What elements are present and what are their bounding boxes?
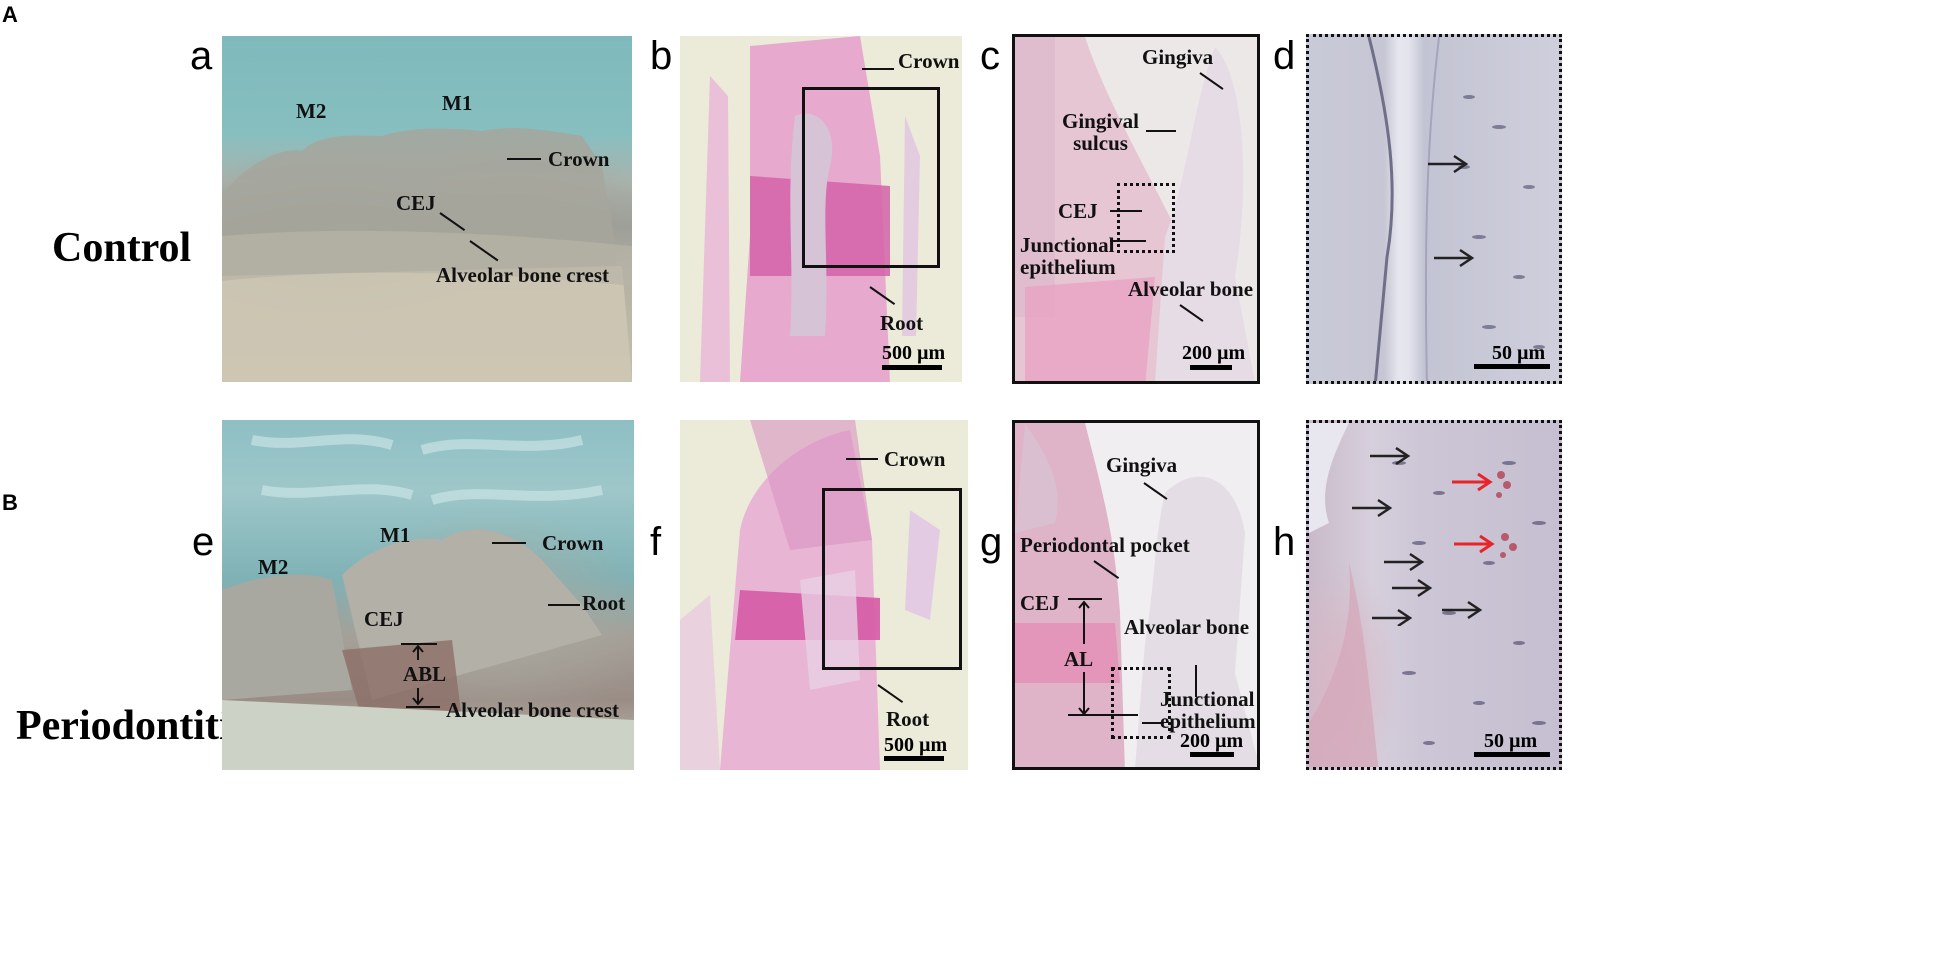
gingiva-section-illustration-g bbox=[1015, 423, 1257, 767]
line-e-root bbox=[548, 604, 580, 606]
panel-letter-a: a bbox=[190, 34, 213, 78]
section-label-b: B bbox=[2, 490, 18, 515]
label-g-gingiva: Gingiva bbox=[1106, 453, 1178, 477]
panel-letter-f: f bbox=[650, 520, 662, 564]
panel-letter-c: c bbox=[980, 34, 1000, 78]
line-c-cej bbox=[1110, 210, 1142, 212]
label-g-al: AL bbox=[1064, 647, 1094, 671]
panel-letter-h: h bbox=[1273, 520, 1296, 564]
line-c-je bbox=[1110, 240, 1146, 242]
label-e-crown: Crown bbox=[542, 531, 604, 555]
scalebar-d-label: 50 µm bbox=[1492, 342, 1546, 364]
panel-d-histology bbox=[1306, 34, 1562, 384]
scalebar-h-label: 50 µm bbox=[1484, 730, 1538, 752]
scalebar-g bbox=[1190, 752, 1234, 757]
arrows-d bbox=[1428, 154, 1475, 268]
panel-h-histology bbox=[1306, 420, 1562, 770]
label-f-crown: Crown bbox=[884, 447, 946, 471]
line-b-crown bbox=[862, 68, 894, 70]
panel-g-histology bbox=[1012, 420, 1260, 770]
label-e-m1: M1 bbox=[380, 523, 411, 547]
scalebar-b-label: 500 µm bbox=[882, 342, 946, 364]
panel-c-histology bbox=[1012, 34, 1260, 384]
label-c-gingiva: Gingiva bbox=[1142, 45, 1214, 69]
label-b-crown: Crown bbox=[898, 49, 960, 73]
panel-a-photo bbox=[222, 36, 632, 382]
line-g-al-bottom bbox=[1068, 714, 1138, 716]
line-f-crown bbox=[846, 458, 878, 460]
scalebar-c-label: 200 µm bbox=[1182, 342, 1246, 364]
label-a-m1: M1 bbox=[442, 91, 473, 115]
tooth-section-illustration-f bbox=[680, 420, 940, 770]
panel-letter-g: g bbox=[980, 520, 1003, 564]
line-a-crown bbox=[507, 158, 541, 160]
zoom-box-c bbox=[1117, 183, 1175, 253]
label-e-abl: ABL bbox=[403, 662, 447, 686]
label-g-je: Junctional epithelium bbox=[1160, 687, 1256, 734]
panel-letter-d: d bbox=[1273, 34, 1296, 78]
scalebar-g-label: 200 µm bbox=[1180, 730, 1244, 752]
scalebar-f-label: 500 µm bbox=[884, 734, 948, 756]
gingiva-section-illustration bbox=[1015, 37, 1255, 381]
row-label-control: Control bbox=[52, 225, 192, 271]
label-g-ab: Alveolar bone bbox=[1124, 615, 1250, 639]
tissue-illustration bbox=[1367, 37, 1545, 381]
label-e-abc: Alveolar bone crest bbox=[446, 698, 620, 722]
label-a-crown: Crown bbox=[548, 147, 610, 171]
panel-f-histology bbox=[680, 420, 968, 770]
teeth-illustration bbox=[222, 128, 632, 382]
label-c-je: Junctional epithelium bbox=[1020, 233, 1116, 280]
scalebar-d bbox=[1474, 364, 1550, 369]
label-a-m2: M2 bbox=[296, 99, 327, 123]
zoom-box-g bbox=[1111, 667, 1171, 739]
line-g-je bbox=[1142, 722, 1164, 724]
label-f-root: Root bbox=[886, 707, 930, 731]
label-c-ab: Alveolar bone bbox=[1128, 277, 1254, 301]
tissue-illustration-h bbox=[1309, 423, 1546, 767]
label-g-pocket: Periodontal pocket bbox=[1020, 533, 1190, 557]
abl-arrow bbox=[412, 644, 424, 706]
line-e-crown bbox=[492, 542, 526, 544]
label-e-cej: CEJ bbox=[364, 607, 404, 631]
row-label-periodontitis: Periodontitis bbox=[16, 703, 247, 749]
line-g-cej bbox=[1068, 598, 1102, 600]
label-e-m2: M2 bbox=[258, 555, 289, 579]
scalebar-f bbox=[884, 756, 944, 761]
label-e-root: Root bbox=[582, 591, 626, 615]
scalebar-b bbox=[882, 365, 942, 370]
tooth-section-illustration bbox=[700, 36, 920, 382]
zoom-box-b bbox=[802, 87, 940, 268]
label-a-cej: CEJ bbox=[396, 191, 436, 215]
arrows-h bbox=[1352, 446, 1495, 626]
panel-e-photo bbox=[222, 420, 634, 770]
line-e-abc bbox=[406, 706, 440, 708]
line-c-sulcus bbox=[1146, 130, 1176, 132]
panel-letter-e: e bbox=[192, 520, 215, 564]
section-label-a: A bbox=[2, 2, 18, 27]
teeth-illustration-e bbox=[222, 434, 634, 770]
panel-b-histology bbox=[680, 36, 962, 382]
label-c-sulcus: Gingival sulcus bbox=[1062, 109, 1140, 156]
label-b-root: Root bbox=[880, 311, 924, 335]
scalebar-c bbox=[1190, 365, 1232, 370]
label-c-cej: CEJ bbox=[1058, 199, 1098, 223]
zoom-box-f bbox=[822, 488, 962, 670]
line-e-cej bbox=[401, 643, 437, 645]
scalebar-h bbox=[1474, 752, 1550, 757]
label-a-abc: Alveolar bone crest bbox=[436, 263, 610, 287]
panel-letter-b: b bbox=[650, 34, 673, 78]
label-g-cej: CEJ bbox=[1020, 591, 1060, 615]
